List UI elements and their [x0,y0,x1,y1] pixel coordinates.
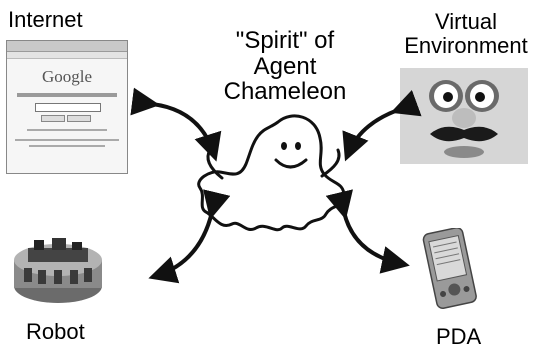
browser-tabs-strip [17,93,117,97]
nose [452,108,476,128]
mustache [430,126,498,142]
ghost-outline [197,114,346,232]
right-pupil [475,92,485,102]
robot-label: Robot [26,319,85,344]
center-title: "Spirit" of Agent Chameleon [210,28,360,105]
center-title-line2: Agent [253,52,317,80]
virtual-environment-label: Virtual Environment [404,10,528,58]
arrow-pda-ghost [325,189,410,274]
virtual-environment-label-line1: Virtual [435,9,497,34]
left-pupil [443,92,453,102]
internet-label: Internet [8,7,83,32]
ghost-smile [274,158,308,169]
arrow-virtual-ghost [342,89,422,162]
ghost-left-eye [281,142,287,150]
browser-button-2 [67,115,91,122]
browser-text-line [15,139,119,141]
virtual-character-face [429,80,499,158]
arrow-internet-ghost [130,87,222,162]
ghost-right-eye [295,142,301,150]
browser-text-line [27,129,107,131]
pda-image [420,227,480,310]
google-logo: Google [41,67,93,86]
robot-image [8,228,108,308]
browser-title-bar [7,41,127,52]
robot-drawing [14,238,102,303]
pda-drawing [422,227,477,309]
ghost-right-arm [320,148,341,178]
center-title-line3: Chameleon [223,78,347,106]
virtual-environment-label-line2: Environment [404,32,528,58]
browser-toolbar [7,52,127,59]
pda-label: PDA [436,324,482,349]
browser-button-1 [41,115,65,122]
center-title-line1: "Spirit" of [235,27,335,54]
chin [444,146,484,158]
virtual-character-image [400,68,528,164]
arrow-robot-ghost [148,189,231,284]
browser-screenshot-image: Google [6,40,128,174]
browser-search-box [35,103,101,112]
browser-text-line [29,145,105,147]
